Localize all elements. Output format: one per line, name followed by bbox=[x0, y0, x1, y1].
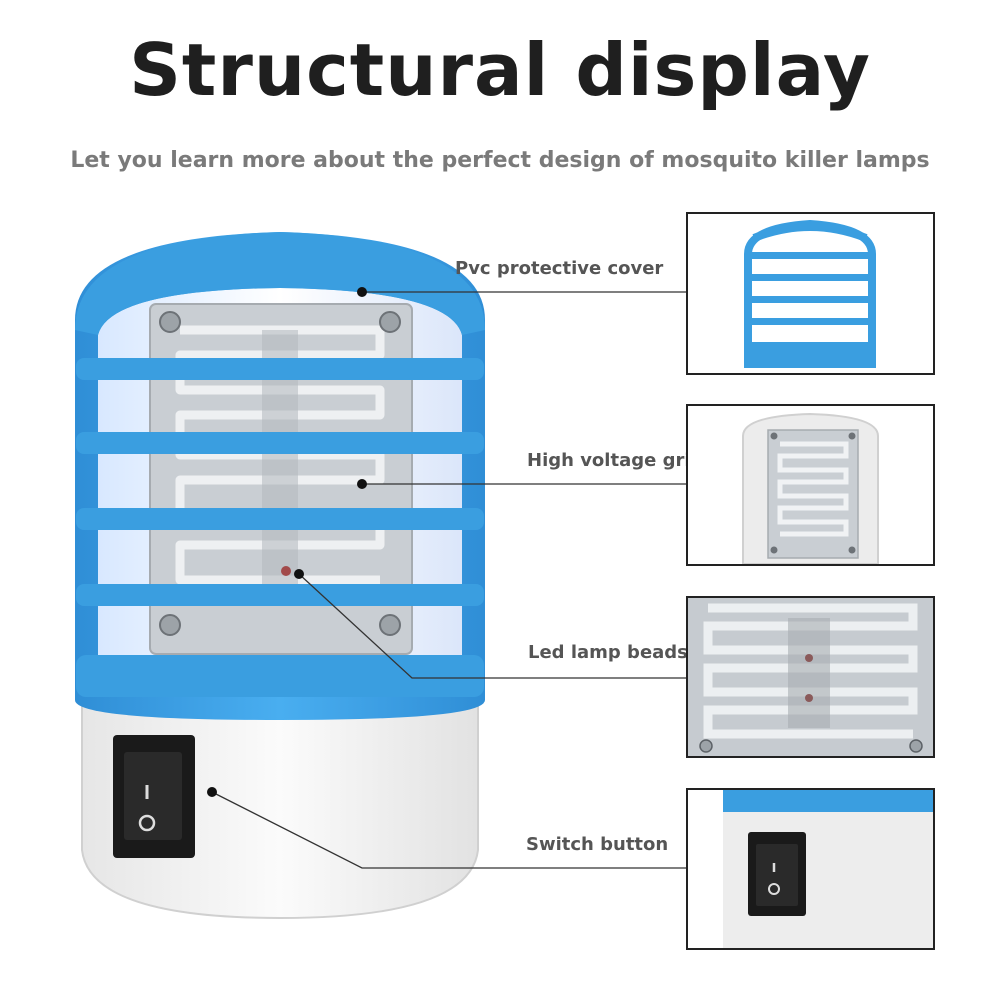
grid-detail-image bbox=[742, 412, 879, 564]
detail-panel-grid bbox=[686, 404, 935, 566]
detail-panel-switch bbox=[686, 788, 935, 950]
page-subtitle: Let you learn more about the perfect des… bbox=[70, 148, 930, 173]
callout-dot bbox=[357, 287, 367, 297]
callout-label-led: Led lamp beads bbox=[528, 642, 688, 663]
callout-dot bbox=[294, 569, 304, 579]
callout-label-grid: High voltage grid bbox=[527, 450, 704, 471]
led-detail-image bbox=[688, 598, 933, 756]
callout-label-switch: Switch button bbox=[526, 834, 669, 855]
leader-lines bbox=[211, 291, 686, 869]
switch-detail-image bbox=[723, 790, 933, 948]
page-title: Structural display bbox=[129, 28, 871, 112]
detail-panel-led bbox=[686, 596, 935, 758]
callout-label-cover: Pvc protective cover bbox=[455, 258, 664, 279]
cover-detail-image bbox=[744, 219, 876, 368]
detail-panel-cover bbox=[686, 212, 935, 375]
power-switch bbox=[113, 735, 195, 858]
callout-dot bbox=[207, 787, 217, 797]
blue-cover bbox=[75, 232, 485, 720]
callout-dot bbox=[357, 479, 367, 489]
